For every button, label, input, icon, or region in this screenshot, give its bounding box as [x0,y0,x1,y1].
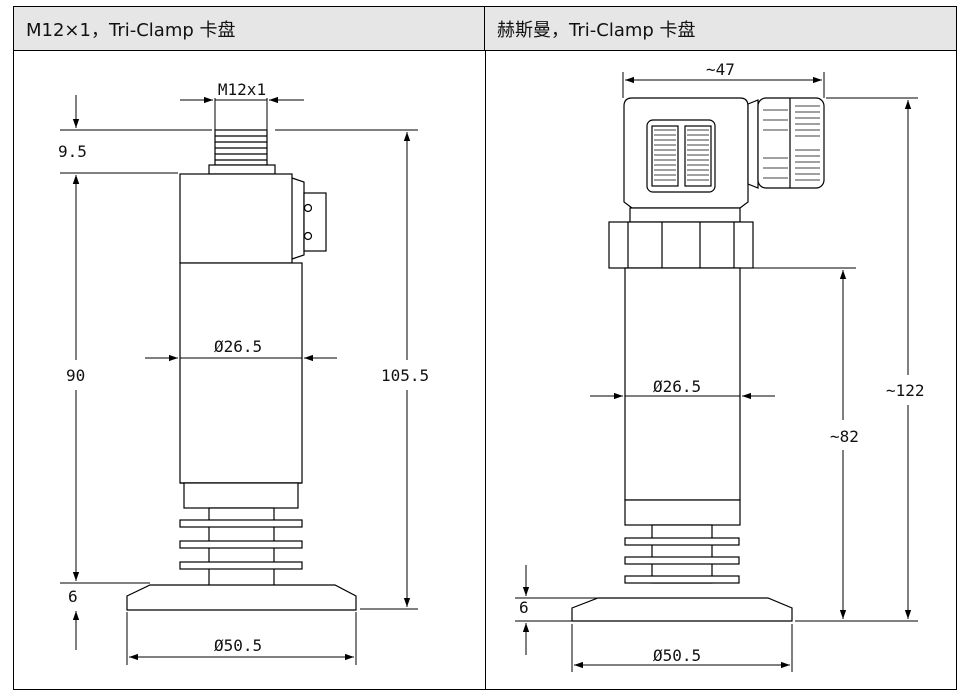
label-body-length-right: ~82 [830,427,859,446]
tri-clamp-flange-right [571,597,793,622]
left-sensor-drawing [126,129,357,611]
column-divider [485,51,486,689]
header-left: M12×1，Tri-Clamp 卡盘 [14,7,485,51]
main-body-right [624,267,741,501]
label-thread-length: 9.5 [58,142,87,161]
label-connector-width: ~47 [706,60,735,79]
main-body [179,262,303,484]
left-dim-labels: M12x1 9.5 90 6 105.5 Ø26.5 Ø50.5 [58,80,429,655]
right-sensor-drawing [571,97,825,622]
label-body-diameter: Ø26.5 [214,337,262,356]
label-clamp-diameter: Ø50.5 [214,636,262,655]
m12-thread [208,129,276,175]
label-clamp-diameter-right: Ø50.5 [653,646,701,665]
hex-nut [608,221,754,269]
upper-housing [179,173,293,264]
label-body-length: 90 [66,366,85,385]
right-dimensions [515,72,918,672]
header-left-label: M12×1，Tri-Clamp 卡盘 [26,20,236,41]
side-plug [291,177,327,260]
cooling-fins-right [624,524,740,584]
label-body-diameter-right: Ø26.5 [653,377,701,396]
tri-clamp-flange [126,584,357,611]
left-dimensions [60,95,418,665]
label-clamp-thickness: 6 [68,587,78,606]
label-clamp-thickness-right: 6 [519,598,529,617]
header-right-label: 赫斯曼，Tri-Clamp 卡盘 [497,20,696,41]
label-thread: M12x1 [218,80,266,99]
header-right: 赫斯曼，Tri-Clamp 卡盘 [485,7,956,51]
label-total-length: 105.5 [381,366,429,385]
label-total-length-right: ~122 [886,381,925,400]
spec-table: M12×1，Tri-Clamp 卡盘 赫斯曼，Tri-Clamp 卡盘 [13,6,957,690]
cooling-fins [179,507,303,587]
right-dim-labels: ~47 ~122 ~82 6 Ø26.5 Ø50.5 [519,60,925,665]
hirschmann-connector [623,97,825,223]
